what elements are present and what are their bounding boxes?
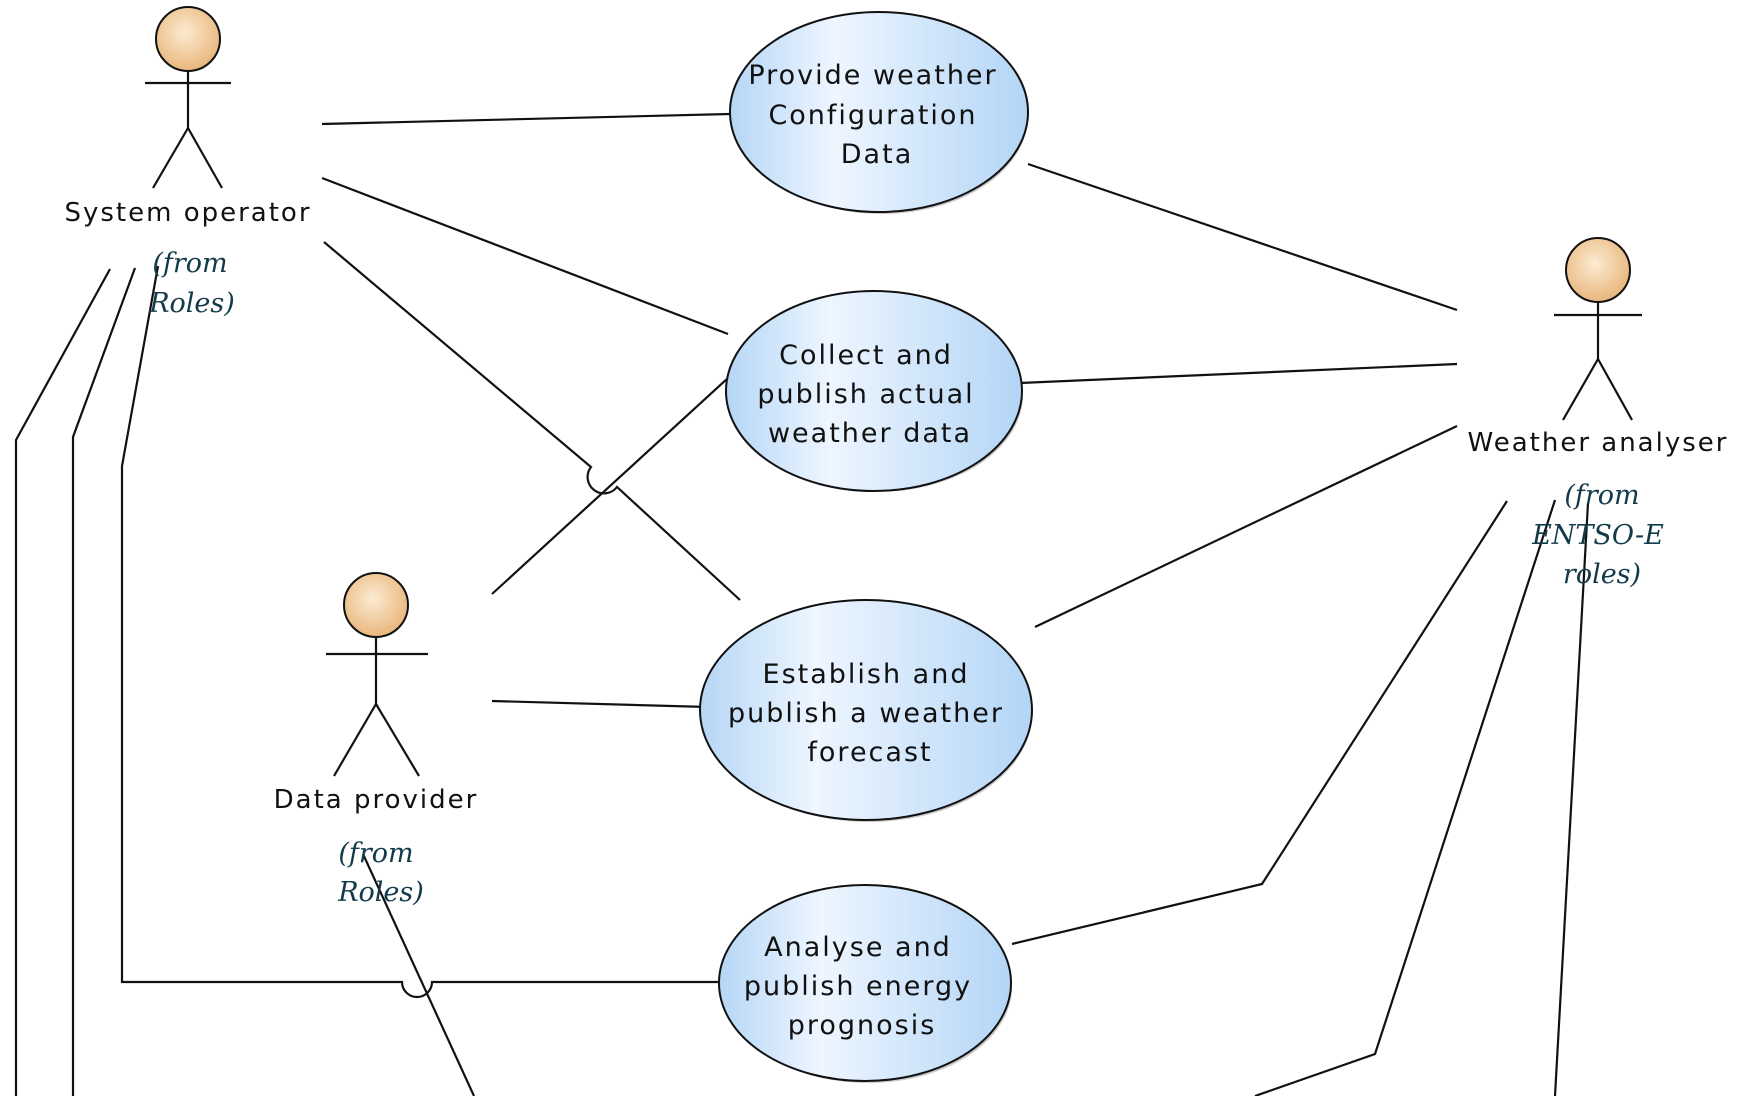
actor-from-line1: (from: [338, 838, 413, 869]
association-sysop-collect-actual[interactable]: [321, 176, 729, 336]
actor-from-line3: roles): [1563, 559, 1641, 590]
actor-data-provider[interactable]: Data provider (from Roles): [274, 572, 479, 908]
use-case-ellipse: [718, 884, 1012, 1082]
use-case-label-line3: forecast: [807, 737, 932, 768]
actor-weather-analyser[interactable]: Weather analyser (from ENTSO-E roles): [1468, 237, 1729, 590]
use-case-ellipse: [699, 599, 1033, 821]
use-case-ellipse: [729, 11, 1029, 213]
association-establish-forecast-weather-analyser[interactable]: [1034, 425, 1458, 628]
stick-figure-icon: [326, 637, 428, 777]
association-collect-actual-weather-analyser[interactable]: [1019, 362, 1458, 385]
stick-figure-icon: [1554, 302, 1642, 421]
connectors: [14, 112, 1590, 1096]
use-case-ellipse: [725, 290, 1023, 492]
use-case-label-line3: weather data: [768, 418, 972, 449]
use-case-label-line1: Provide weather: [748, 60, 997, 91]
actor-name: Weather analyser: [1468, 428, 1729, 458]
use-case-label-line2: publish actual: [757, 379, 974, 410]
use-case-label-line1: Collect and: [779, 340, 953, 371]
association-provide-config-weather-analyser[interactable]: [1027, 162, 1458, 312]
association-weather-analyser-lower2[interactable]: [1553, 502, 1590, 1096]
use-case-provide-weather-configuration[interactable]: Provide weather Configuration Data: [729, 11, 1029, 214]
use-case-analyse-publish-energy-prognosis[interactable]: Analyse and publish energy prognosis: [718, 884, 1012, 1083]
association-sysop-analyse-energy[interactable]: [120, 265, 719, 999]
actor-head: [155, 6, 221, 72]
association-data-provider-establish-forecast[interactable]: [491, 699, 709, 709]
use-case-label-line1: Analyse and: [764, 932, 952, 963]
association-sysop-analyse-left2[interactable]: [71, 267, 137, 1096]
actor-from-line2: Roles): [148, 288, 235, 319]
actor-name: Data provider: [274, 785, 479, 815]
use-case-label-line3: prognosis: [788, 1010, 937, 1041]
association-data-provider-lower[interactable]: [362, 853, 475, 1096]
association-sysop-provide-config[interactable]: [321, 112, 731, 126]
actor-from-line1: (from: [1564, 480, 1639, 511]
actor-from-line1: (from: [152, 248, 227, 279]
association-sysop-analyse-left1[interactable]: [14, 268, 111, 1096]
association-data-provider-collect-actual[interactable]: [491, 377, 729, 595]
use-case-label-line2: Configuration: [768, 100, 977, 131]
association-weather-analyser-lower1[interactable]: [1254, 499, 1557, 1096]
actor-head: [343, 572, 409, 638]
use-case-establish-publish-weather-forecast[interactable]: Establish and publish a weather forecast: [699, 599, 1033, 822]
actor-from-line2: Roles): [337, 877, 424, 908]
use-case-label-line1: Establish and: [763, 659, 970, 690]
association-sysop-establish-forecast[interactable]: [323, 241, 741, 601]
actor-head: [1565, 237, 1631, 303]
actor-name: System operator: [64, 198, 311, 228]
association-analyse-energy-weather-analyser[interactable]: [1011, 500, 1508, 946]
use-case-label-line2: publish energy: [744, 971, 972, 1002]
stick-figure-icon: [145, 71, 231, 189]
use-case-label-line3: Data: [841, 139, 913, 170]
actor-from-line2: ENTSO-E: [1531, 520, 1664, 551]
use-case-collect-publish-actual-weather[interactable]: Collect and publish actual weather data: [725, 290, 1023, 492]
actor-system-operator[interactable]: System operator (from Roles): [64, 6, 311, 319]
use-case-label-line2: publish a weather: [728, 698, 1004, 729]
